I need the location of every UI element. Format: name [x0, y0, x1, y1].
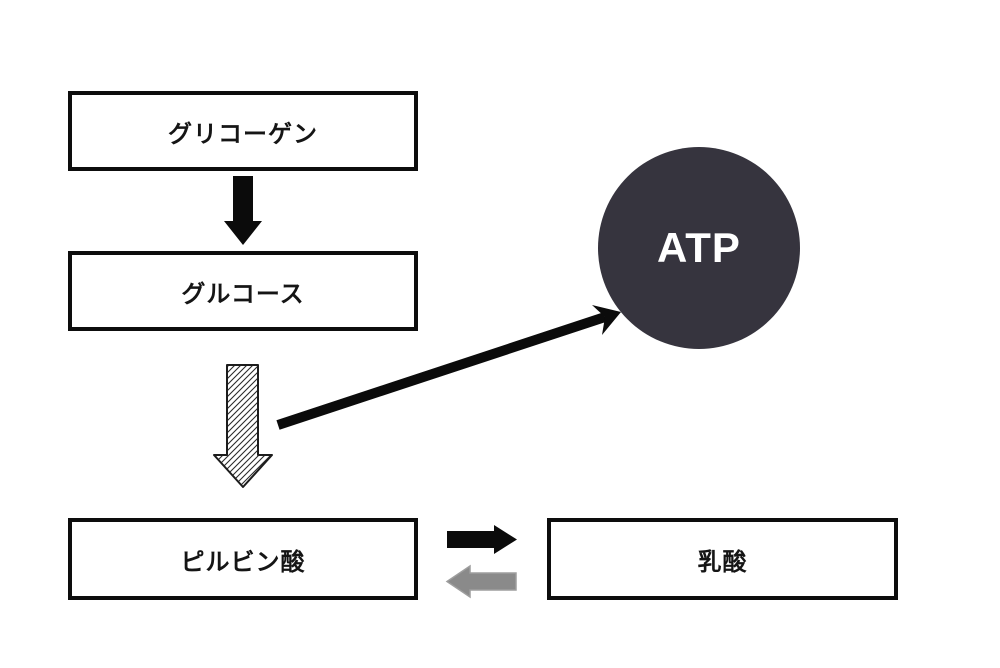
- down-block-arrow-glycogen-to-glucose: [224, 176, 262, 245]
- node-atp-label: ATP: [657, 224, 741, 271]
- right-block-arrow-pyruvate-to-lactate: [447, 525, 517, 554]
- hatched-down-arrow-glucose-to-pyruvate: [213, 364, 273, 488]
- node-glycogen-label: グリコーゲン: [168, 120, 318, 148]
- node-pyruvate-label: ピルビン酸: [180, 548, 306, 576]
- node-glycogen: グリコーゲン: [68, 91, 418, 171]
- node-glucose: グルコース: [68, 251, 418, 331]
- node-lactate: 乳酸: [547, 518, 898, 600]
- atp-arrow-line: [276, 312, 607, 430]
- atp-arrow-head: [592, 305, 621, 335]
- node-pyruvate: ピルビン酸: [68, 518, 418, 600]
- node-lactate-label: 乳酸: [697, 548, 748, 576]
- node-atp: ATP: [598, 147, 800, 349]
- node-glucose-label: グルコース: [181, 280, 305, 308]
- left-block-arrow-lactate-to-pyruvate: [445, 564, 517, 599]
